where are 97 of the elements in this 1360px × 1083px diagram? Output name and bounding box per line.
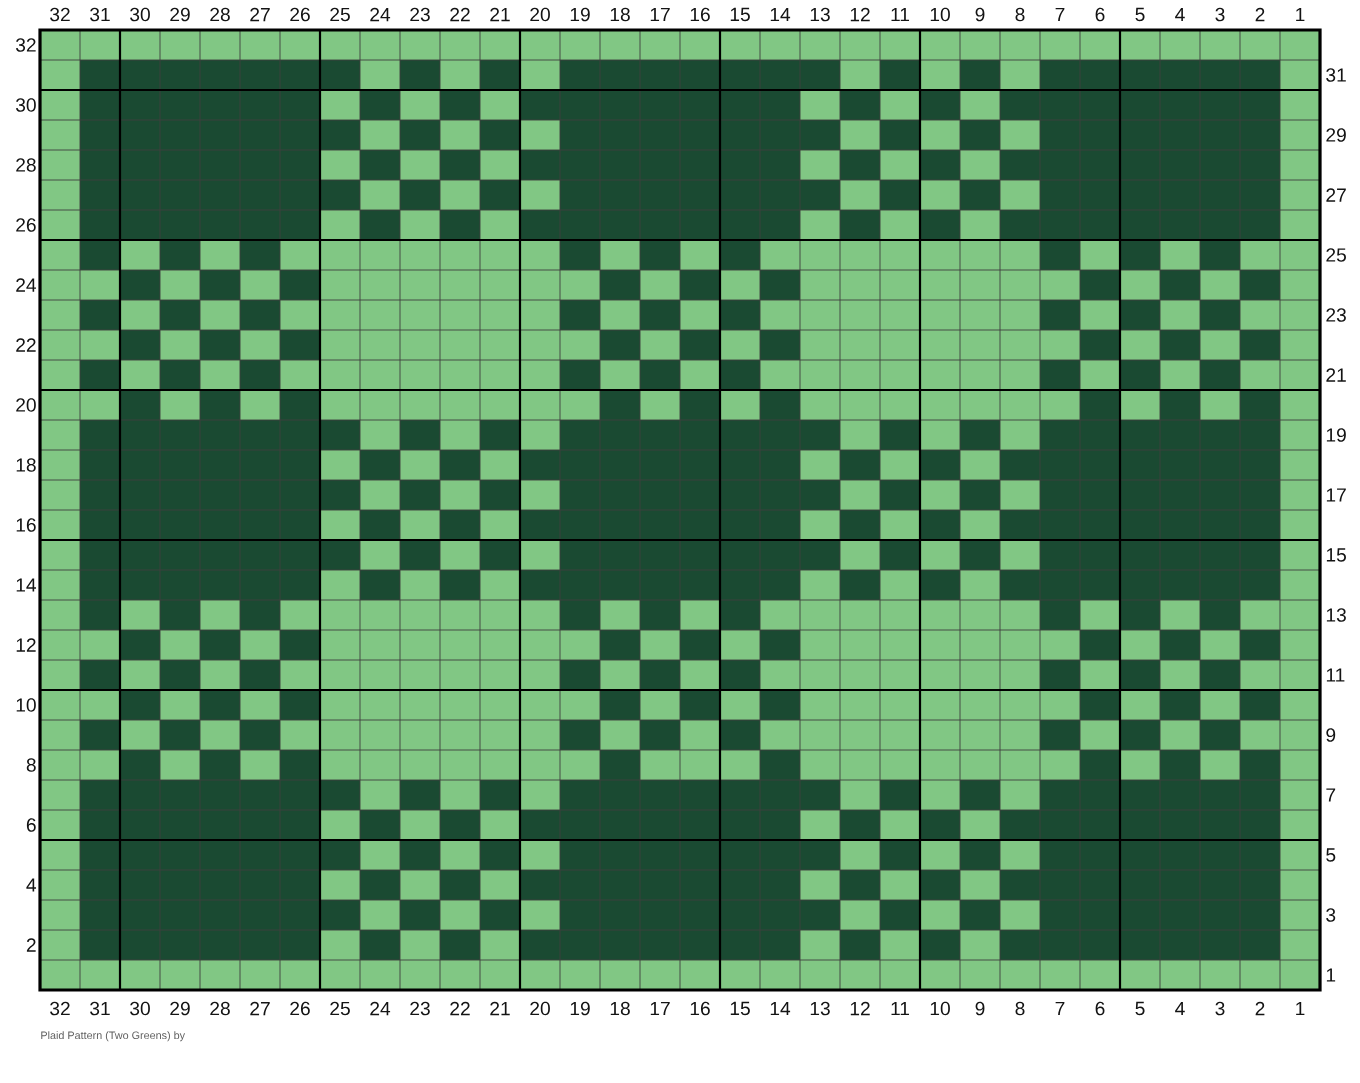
row-number: 8	[26, 758, 36, 772]
column-number: 14	[770, 1001, 791, 1016]
column-number: 20	[530, 7, 550, 22]
column-number: 18	[610, 7, 630, 22]
row-number: 7	[1326, 788, 1336, 802]
column-number: 28	[210, 1001, 230, 1016]
column-number: 26	[290, 1001, 310, 1016]
column-number: 12	[850, 1001, 870, 1016]
column-number: 19	[570, 7, 590, 22]
column-number: 17	[650, 1001, 670, 1016]
column-number: 15	[730, 1001, 750, 1016]
row-number: 16	[16, 518, 36, 532]
row-number: 24	[16, 278, 36, 292]
row-number: 26	[16, 218, 36, 232]
row-number: 15	[1326, 548, 1346, 562]
column-number: 29	[170, 1001, 190, 1016]
column-number: 10	[930, 7, 950, 22]
row-number: 12	[16, 638, 36, 652]
column-number: 8	[1015, 1001, 1025, 1016]
column-number: 23	[410, 7, 430, 22]
row-number: 4	[26, 878, 37, 892]
column-number: 21	[490, 1001, 510, 1016]
row-number: 13	[1326, 608, 1346, 622]
row-number: 20	[16, 398, 36, 412]
column-number: 11	[891, 1001, 909, 1016]
column-number: 32	[50, 1001, 70, 1016]
row-number: 31	[1326, 68, 1346, 82]
column-number: 24	[370, 7, 391, 22]
row-number: 27	[1326, 188, 1346, 202]
row-number: 25	[1326, 248, 1346, 262]
column-number: 25	[330, 7, 350, 22]
row-number: 23	[1326, 308, 1346, 322]
column-number: 31	[90, 1001, 110, 1016]
column-number: 7	[1055, 7, 1065, 22]
column-number: 4	[1175, 7, 1185, 22]
column-number: 3	[1215, 1001, 1225, 1016]
row-number: 30	[15, 98, 36, 112]
row-number: 6	[26, 818, 36, 832]
column-number: 6	[1095, 7, 1105, 22]
column-number: 14	[770, 7, 791, 22]
row-number: 29	[1326, 128, 1346, 142]
column-number: 17	[650, 7, 670, 22]
column-number: 7	[1055, 1001, 1065, 1016]
column-number: 32	[50, 7, 70, 22]
column-number: 19	[570, 1001, 590, 1016]
column-number: 9	[975, 1001, 985, 1016]
row-number: 22	[16, 338, 36, 352]
row-number: 14	[16, 578, 36, 592]
column-number: 16	[690, 7, 710, 22]
row-number: 17	[1326, 488, 1346, 502]
row-number: 10	[16, 698, 36, 712]
column-number: 5	[1135, 1001, 1145, 1016]
column-number: 27	[250, 7, 270, 22]
column-number: 18	[610, 1001, 630, 1016]
column-number: 1	[1296, 7, 1305, 22]
column-number: 28	[210, 7, 230, 22]
row-number: 3	[1326, 908, 1336, 922]
row-number: 32	[15, 38, 36, 52]
column-number: 4	[1175, 1001, 1185, 1016]
column-number: 13	[810, 7, 830, 22]
column-number: 12	[850, 7, 870, 22]
row-number: 11	[1326, 668, 1345, 682]
column-number: 15	[730, 7, 750, 22]
column-number: 29	[170, 7, 190, 22]
column-number: 2	[1255, 1001, 1265, 1016]
column-number: 8	[1015, 7, 1025, 22]
column-number: 21	[490, 7, 510, 22]
column-number: 16	[690, 1001, 710, 1016]
column-number: 22	[450, 7, 470, 22]
column-number: 31	[90, 7, 110, 22]
column-number: 3	[1215, 7, 1225, 22]
row-number: 21	[1326, 368, 1346, 382]
column-number: 22	[450, 1001, 470, 1016]
column-number: 1	[1296, 1001, 1305, 1016]
row-number: 28	[16, 158, 36, 172]
row-number: 18	[16, 458, 36, 472]
column-number: 11	[891, 7, 909, 22]
row-number: 1	[1326, 968, 1336, 982]
column-number: 13	[810, 1001, 830, 1016]
column-number: 24	[370, 1001, 391, 1016]
column-number: 30	[130, 1001, 150, 1016]
row-number: 19	[1326, 428, 1346, 442]
column-number: 27	[250, 1001, 270, 1016]
column-number: 10	[930, 1001, 950, 1016]
column-number: 30	[130, 7, 150, 22]
column-number: 5	[1135, 7, 1145, 22]
column-number: 25	[330, 1001, 350, 1016]
caption: Plaid Pattern (Two Greens) by	[41, 1031, 185, 1042]
column-number: 2	[1255, 7, 1265, 22]
column-number: 23	[410, 1001, 430, 1016]
row-number: 9	[1326, 728, 1336, 742]
column-number: 9	[975, 7, 985, 22]
column-number: 26	[290, 7, 310, 22]
column-number: 6	[1095, 1001, 1105, 1016]
row-number: 2	[26, 938, 36, 952]
column-number: 20	[530, 1001, 550, 1016]
row-number: 5	[1326, 848, 1336, 862]
